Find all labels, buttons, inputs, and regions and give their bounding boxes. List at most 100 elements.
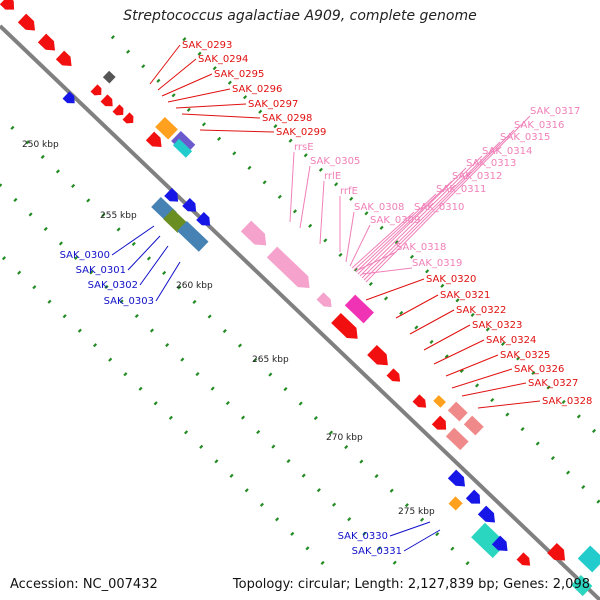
tick-mark [591, 428, 597, 434]
leader-line [403, 529, 441, 552]
tick-mark [258, 109, 263, 114]
tick-mark [77, 328, 82, 333]
gene-arrow [547, 542, 566, 561]
gene-arrow-shape [164, 188, 179, 202]
gene-label-red: SAK_0299 [276, 127, 326, 138]
gene-label-pink: SAK_0309 [370, 215, 420, 226]
tick-mark [108, 357, 113, 362]
leader-line [451, 368, 513, 389]
tick-mark [47, 299, 52, 304]
gene-arrow [0, 0, 15, 10]
tick-mark [275, 517, 280, 522]
tick-mark [450, 546, 455, 551]
tick-mark [180, 357, 185, 362]
gene-label-pink: SAK_0319 [412, 258, 462, 269]
tick-mark [131, 241, 136, 247]
tick-mark [364, 211, 369, 216]
leader-line [289, 151, 295, 223]
tick-mark [55, 169, 60, 174]
gene-arrow-shape [516, 552, 531, 566]
tick-mark [168, 415, 173, 420]
gene-arrow-shape [182, 198, 197, 212]
tick-mark [25, 140, 30, 145]
tick-mark [531, 370, 536, 375]
leader-line [111, 225, 155, 256]
tick-mark [286, 459, 291, 464]
tick-mark [353, 267, 358, 272]
tick-mark [240, 415, 246, 420]
tick-mark [225, 401, 230, 406]
scale-label: 250 kbp [22, 140, 59, 150]
tick-mark [409, 254, 414, 259]
gene-label-red: SAK_0296 [232, 84, 282, 95]
leader-line [389, 521, 431, 537]
tick-mark [271, 444, 276, 449]
gene-label-red: SAK_0320 [426, 274, 476, 285]
leader-line [139, 245, 169, 286]
tick-mark [362, 531, 367, 536]
tick-mark [28, 212, 33, 217]
tick-mark [212, 66, 217, 71]
tick-mark [520, 426, 525, 432]
tick-mark [301, 473, 306, 478]
tick-mark [320, 560, 325, 565]
gene-label-red: SAK_0295 [214, 69, 264, 80]
gene-label-red: SAK_0327 [528, 378, 578, 389]
tick-mark [247, 165, 252, 170]
gene-box [577, 545, 600, 573]
tick-mark [500, 341, 506, 346]
tick-mark [262, 180, 267, 185]
tick-mark [186, 107, 191, 112]
tick-mark [207, 314, 212, 319]
gene-box-shape [155, 116, 178, 140]
leader-line [365, 278, 425, 301]
gene-label-red: SAK_0323 [472, 320, 522, 331]
map-title: Streptococcus agalactiae A909, complete … [123, 8, 477, 24]
tick-mark [475, 383, 480, 388]
leader-line [357, 167, 467, 275]
tick-mark [435, 532, 440, 537]
leader-line [461, 382, 527, 397]
gene-arrow-shape [316, 292, 332, 308]
gene-arrow [316, 292, 332, 308]
tick-mark [392, 560, 397, 565]
gene-box [344, 294, 374, 324]
tick-mark [379, 225, 384, 230]
gene-box-shape [577, 545, 600, 573]
tick-mark [334, 182, 339, 187]
scale-label: 260 kbp [176, 281, 213, 291]
tick-mark [162, 270, 167, 276]
tick-mark [308, 223, 313, 228]
tick-mark [165, 342, 170, 348]
gene-label-pink: SAK_0318 [396, 242, 446, 253]
gene-box-shape [433, 395, 446, 408]
gene-label-pink: SAK_0310 [414, 202, 464, 213]
gene-arrow [431, 415, 447, 430]
tick-mark [71, 183, 76, 188]
gene-box [571, 574, 593, 597]
scale-label: 255 kbp [100, 211, 137, 221]
gene-label-pink: SAK_0317 [530, 106, 580, 117]
tick-mark [217, 136, 222, 141]
leader-line [361, 141, 501, 279]
tick-mark [505, 412, 510, 417]
gene-arrow-shape [100, 94, 113, 107]
tick-mark [243, 95, 248, 100]
leader-line [175, 103, 247, 109]
tick-mark [177, 285, 182, 290]
tick-mark [268, 372, 273, 377]
gene-arrow [164, 188, 179, 202]
tick-mark [290, 531, 295, 536]
tick-mark [171, 93, 176, 98]
gene-arrow [112, 104, 124, 116]
gene-arrow-shape [431, 415, 447, 430]
tick-mark [201, 122, 206, 127]
scale-label: 270 kbp [326, 433, 363, 443]
gene-label-red: SAK_0298 [262, 113, 312, 124]
gene-label-red: SAK_0293 [182, 40, 232, 51]
gene-label-blue: SAK_0300 [60, 250, 110, 261]
tick-mark [298, 401, 303, 406]
gene-arrow [412, 394, 427, 408]
tick-mark [459, 368, 464, 374]
